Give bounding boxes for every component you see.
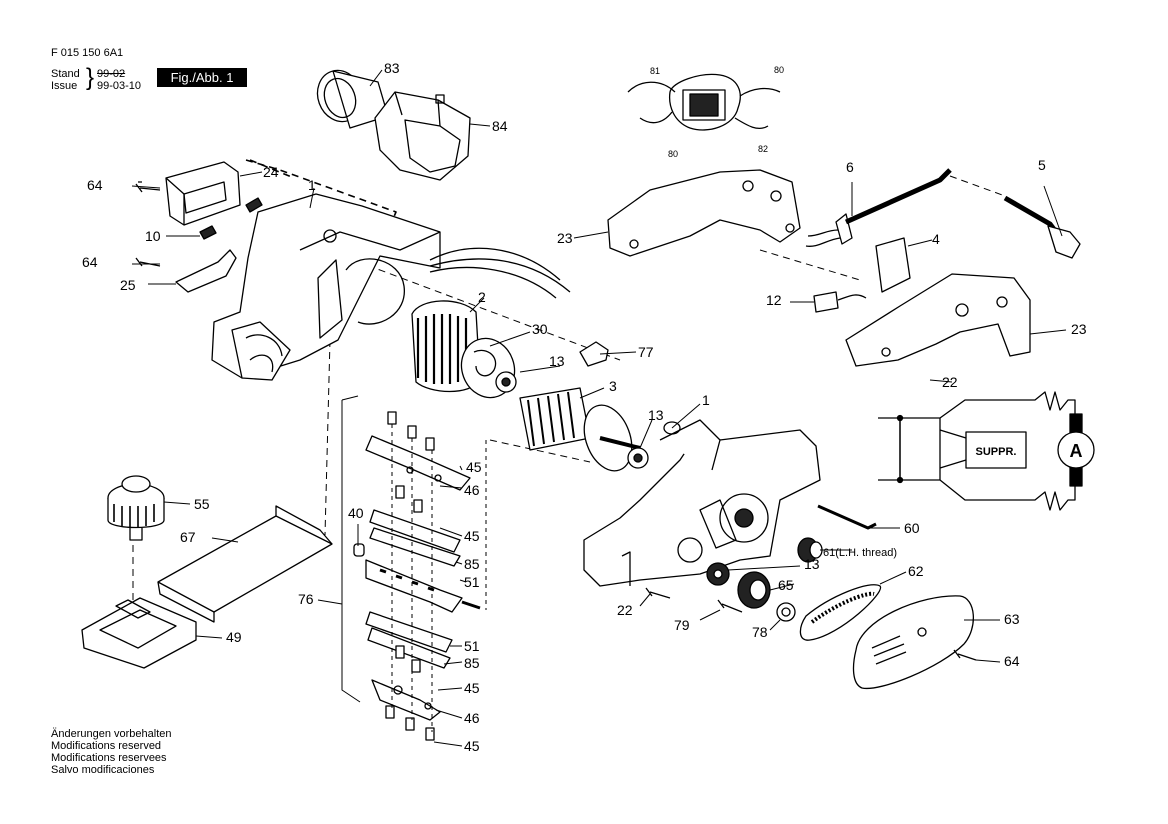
callout-label: 46 bbox=[464, 482, 480, 498]
callout-label: 22 bbox=[942, 374, 958, 390]
dust-nozzle-84 bbox=[374, 91, 471, 181]
drive-bearing-40 bbox=[353, 543, 365, 557]
callout-label: 80 bbox=[774, 65, 784, 75]
stand-label: Stand bbox=[51, 68, 80, 80]
callout-label: 49 bbox=[226, 629, 242, 645]
callout-label: 30 bbox=[532, 321, 548, 337]
hex-key-60 bbox=[817, 504, 877, 530]
callout-label: 84 bbox=[492, 118, 508, 134]
dust-cover-24 bbox=[165, 161, 241, 226]
issue-value: 99-03-10 bbox=[97, 80, 142, 92]
callout-label: 51 bbox=[464, 574, 480, 590]
callout-label: 25 bbox=[120, 277, 136, 293]
callout-label: 76 bbox=[298, 591, 314, 607]
callout-label: 80 bbox=[668, 149, 678, 159]
callout-label: 77 bbox=[638, 344, 654, 360]
suppressor-label: SUPPR. bbox=[976, 446, 1017, 458]
note-en: Modifications reserved bbox=[51, 740, 162, 752]
callout-label: 24 bbox=[263, 164, 279, 180]
screw-64b bbox=[953, 649, 977, 661]
callout-label: 46 bbox=[464, 710, 480, 726]
handle-upper-23 bbox=[607, 169, 801, 257]
callout-label: 64 bbox=[1004, 653, 1020, 669]
brace-icon: } bbox=[86, 64, 95, 91]
callout-label: 12 bbox=[766, 292, 782, 308]
main-housing-right bbox=[583, 419, 821, 587]
callout-label: 67 bbox=[180, 529, 196, 545]
callout-label: 64 bbox=[87, 177, 103, 193]
screw-22 bbox=[645, 587, 671, 599]
pulley-61 bbox=[797, 537, 823, 563]
callout-label: 85 bbox=[464, 655, 480, 671]
figure-label: Fig./Abb. 1 bbox=[157, 68, 247, 87]
callout-label: 4 bbox=[932, 231, 940, 247]
callout-label: 5 bbox=[1038, 157, 1046, 173]
callout-label: 55 bbox=[194, 496, 210, 512]
callout-label: 82 bbox=[758, 144, 768, 154]
callout-label: 13 bbox=[549, 353, 565, 369]
drive-belt-62 bbox=[799, 584, 882, 641]
note-fr: Modifications reservees bbox=[51, 752, 167, 764]
callout-label: 78 bbox=[752, 624, 768, 640]
note-es: Salvo modificaciones bbox=[51, 764, 155, 776]
callout-label: 85 bbox=[464, 556, 480, 572]
callout-label: 63 bbox=[1004, 611, 1020, 627]
callout-label: 1 bbox=[308, 177, 316, 193]
brush-holder-assembly bbox=[627, 73, 781, 131]
wiring-schematic bbox=[878, 391, 1095, 511]
switch-4 bbox=[875, 237, 911, 293]
callout-label: 45 bbox=[464, 738, 480, 754]
callout-label: 45 bbox=[464, 528, 480, 544]
dust-adapter-83 bbox=[316, 69, 389, 129]
callout-label: 65 bbox=[778, 577, 794, 593]
belt-cover-63 bbox=[852, 595, 975, 690]
callout-label: 60 bbox=[904, 520, 920, 536]
callout-label: 2 bbox=[478, 289, 486, 305]
callout-label: 62 bbox=[908, 563, 924, 579]
note-de: Änderungen vorbehalten bbox=[51, 728, 172, 740]
callout-label: 79 bbox=[674, 617, 690, 633]
callout-label: 45 bbox=[466, 459, 482, 475]
motor-label: A bbox=[1070, 441, 1083, 461]
callout-label: 51 bbox=[464, 638, 480, 654]
callout-label: 13 bbox=[648, 407, 664, 423]
notes-block: Änderungen vorbehalten Modifications res… bbox=[51, 728, 171, 776]
callout-label: 61(L.H. thread) bbox=[823, 547, 897, 559]
callout-label: 22 bbox=[617, 602, 633, 618]
suppressor-12 bbox=[813, 291, 839, 313]
screw-79 bbox=[717, 599, 743, 613]
front-shoe-49 bbox=[81, 597, 197, 669]
motor-housing-left bbox=[211, 193, 441, 381]
chip-guard-67 bbox=[157, 505, 333, 623]
callout-label: 13 bbox=[804, 556, 820, 572]
callout-label: 23 bbox=[1071, 321, 1087, 337]
depth-knob-55 bbox=[107, 475, 165, 541]
issue-label: Issue bbox=[51, 80, 78, 92]
callout-label: 6 bbox=[846, 159, 854, 175]
callout-label: 81 bbox=[650, 66, 660, 76]
stand-value: 99-02 bbox=[97, 68, 126, 80]
nut-78 bbox=[776, 602, 796, 622]
callout-label: 45 bbox=[464, 680, 480, 696]
blade-drum-assembly bbox=[365, 435, 481, 721]
callout-label: 23 bbox=[557, 230, 573, 246]
callout-label: 3 bbox=[609, 378, 617, 394]
clip-77 bbox=[579, 341, 609, 367]
handle-lower-23 bbox=[845, 273, 1031, 367]
callout-label: 40 bbox=[348, 505, 364, 521]
callout-label: 83 bbox=[384, 60, 400, 76]
armature-3 bbox=[519, 387, 641, 472]
callout-label: 1 bbox=[702, 392, 710, 408]
callout-label: 64 bbox=[82, 254, 98, 270]
cord-assembly bbox=[805, 168, 1081, 259]
doc-number: F 015 150 6A1 bbox=[51, 47, 124, 59]
callout-label: 10 bbox=[145, 228, 161, 244]
